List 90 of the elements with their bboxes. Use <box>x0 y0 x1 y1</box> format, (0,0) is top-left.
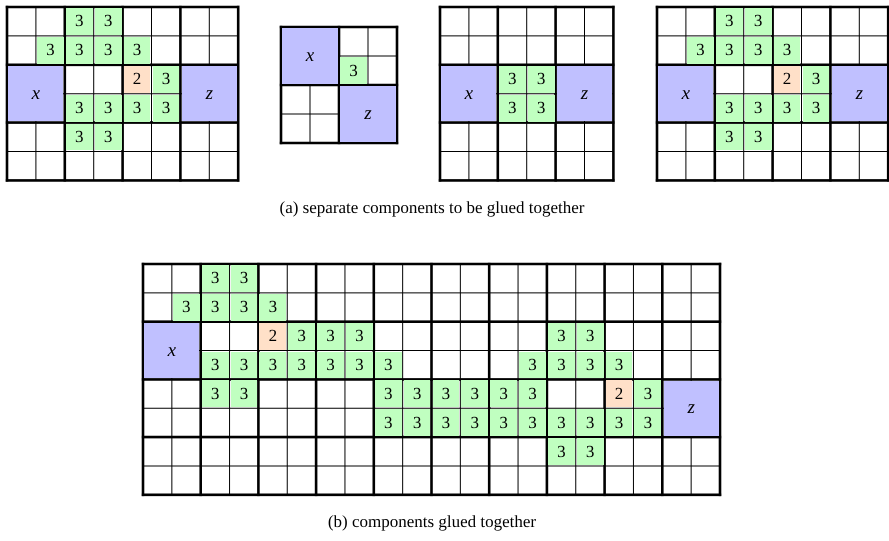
count-cell: 3 <box>490 380 518 408</box>
count-cell: 3 <box>744 8 772 35</box>
count-cell: 3 <box>230 294 258 321</box>
count-cell: 2 <box>774 66 800 93</box>
count-cell: 3 <box>202 380 229 408</box>
count-cell: 3 <box>94 94 122 122</box>
count-cell: 3 <box>498 66 526 93</box>
vertex-block: x <box>8 66 64 122</box>
count-cell: 3 <box>230 352 258 378</box>
count-cell: 3 <box>230 380 258 408</box>
count-cell: 3 <box>576 409 604 436</box>
count-cell: 3 <box>461 380 488 408</box>
vertex-block: x <box>144 323 200 378</box>
count-cell: 3 <box>94 36 122 64</box>
vertex-block: z <box>182 66 237 122</box>
count-cell: 3 <box>152 94 180 122</box>
count-cell: 3 <box>66 94 93 122</box>
count-cell: 2 <box>124 66 150 93</box>
count-cell: 2 <box>259 322 286 350</box>
subfigure-caption: (b) components glued together <box>328 512 536 532</box>
count-cell: 3 <box>202 294 229 321</box>
count-cell: 3 <box>374 409 402 436</box>
count-cell: 3 <box>744 94 772 122</box>
count-cell: 3 <box>202 352 229 378</box>
count-cell: 3 <box>432 380 460 408</box>
count-cell: 3 <box>606 352 632 378</box>
count-cell: 3 <box>404 409 430 436</box>
count-cell: 3 <box>634 409 662 436</box>
count-cell: 3 <box>716 36 743 64</box>
count-cell: 3 <box>36 36 64 64</box>
count-cell: 3 <box>202 265 229 292</box>
count-cell: 3 <box>346 352 373 378</box>
count-cell: 3 <box>744 124 772 150</box>
count-cell: 3 <box>634 380 662 408</box>
count-cell: 3 <box>686 36 714 64</box>
count-cell: 3 <box>346 322 373 350</box>
count-cell: 3 <box>259 294 286 321</box>
count-cell: 3 <box>432 409 460 436</box>
count-cell: 3 <box>152 66 180 93</box>
count-cell: 3 <box>576 438 604 465</box>
vertex-block: x <box>658 66 714 122</box>
count-cell: 3 <box>576 352 604 378</box>
count-cell: 3 <box>230 265 258 292</box>
count-cell: 3 <box>774 94 800 122</box>
count-cell: 3 <box>519 380 546 408</box>
vertex-block: x <box>441 66 496 122</box>
count-cell: 3 <box>802 94 830 122</box>
count-cell: 3 <box>66 124 93 150</box>
count-cell: 3 <box>124 36 150 64</box>
count-cell: 3 <box>528 66 555 93</box>
count-cell: 3 <box>404 380 430 408</box>
count-cell: 3 <box>490 409 518 436</box>
count-cell: 3 <box>461 409 488 436</box>
count-cell: 3 <box>606 409 632 436</box>
count-cell: 3 <box>66 36 93 64</box>
count-cell: 3 <box>716 94 743 122</box>
count-cell: 3 <box>259 352 286 378</box>
count-cell: 3 <box>548 409 575 436</box>
count-cell: 3 <box>172 294 200 321</box>
count-cell: 3 <box>519 409 546 436</box>
count-cell: 3 <box>374 380 402 408</box>
count-cell: 3 <box>548 352 575 378</box>
count-cell: 3 <box>288 322 316 350</box>
count-cell: 3 <box>498 94 526 122</box>
count-cell: 3 <box>716 124 743 150</box>
count-cell: 3 <box>576 322 604 350</box>
count-cell: 3 <box>774 36 800 64</box>
count-cell: 3 <box>288 352 316 378</box>
vertex-block: z <box>556 66 612 122</box>
count-cell: 2 <box>606 380 632 408</box>
count-cell: 3 <box>94 124 122 150</box>
count-cell: 3 <box>716 8 743 35</box>
count-cell: 3 <box>744 36 772 64</box>
count-cell: 3 <box>124 94 150 122</box>
subfigure-caption: (a) separate components to be glued together <box>280 198 584 218</box>
count-cell: 3 <box>548 322 575 350</box>
vertex-block: z <box>340 86 396 142</box>
vertex-block: z <box>832 66 887 122</box>
count-cell: 3 <box>519 352 546 378</box>
vertex-block: z <box>664 380 719 436</box>
count-cell: 3 <box>374 352 402 378</box>
count-cell: 3 <box>317 352 344 378</box>
count-cell: 3 <box>528 94 555 122</box>
count-cell: 3 <box>548 438 575 465</box>
count-cell: 3 <box>340 57 367 84</box>
count-cell: 3 <box>802 66 830 93</box>
vertex-block: x <box>282 28 338 84</box>
count-cell: 3 <box>317 322 344 350</box>
count-cell: 3 <box>66 8 93 35</box>
count-cell: 3 <box>94 8 122 35</box>
